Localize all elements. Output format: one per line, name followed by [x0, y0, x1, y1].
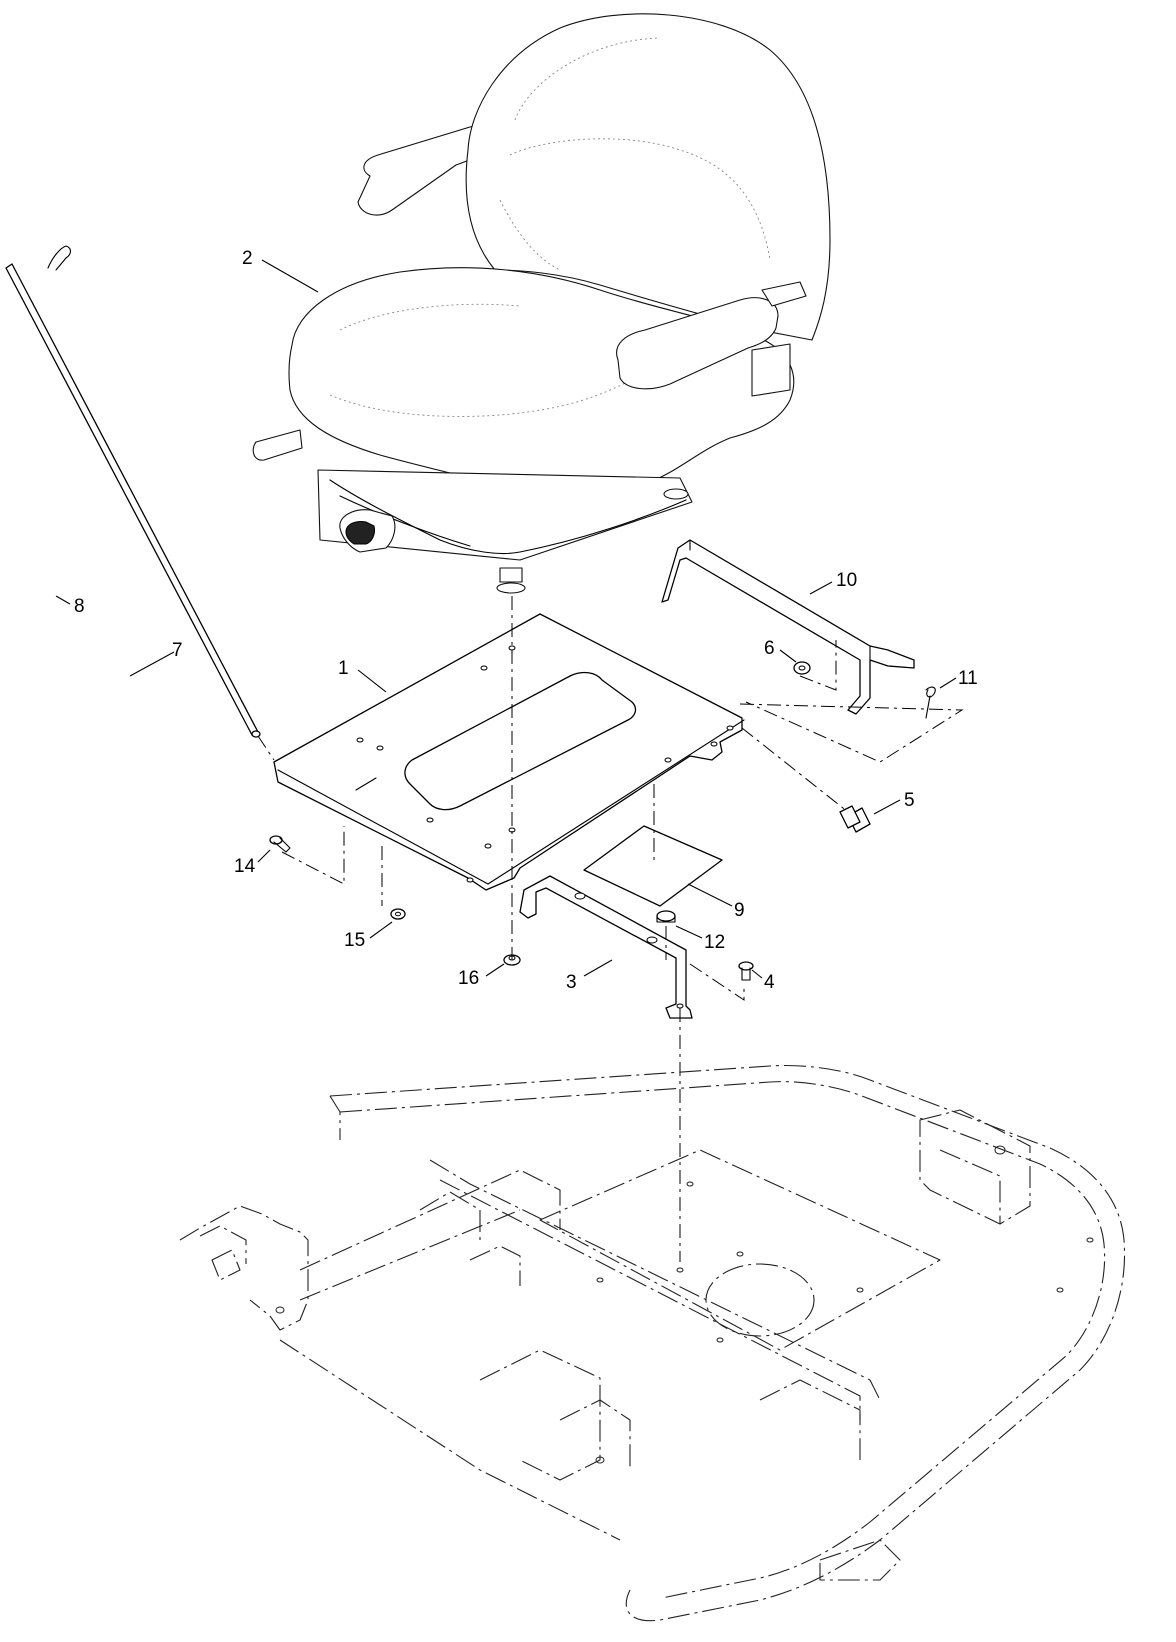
callout-9: 9	[734, 900, 745, 921]
callout-8: 8	[74, 596, 85, 617]
callout-14: 14	[234, 856, 256, 877]
part-11-spring	[925, 686, 936, 719]
assembly-centerlines	[257, 596, 964, 1262]
part-7-rod	[5, 263, 261, 738]
seat-assembly	[252, 13, 831, 594]
callout-1: 1	[338, 658, 349, 679]
callout-4: 4	[764, 972, 775, 993]
part-9-decal	[583, 825, 723, 907]
callout-leaders	[55, 259, 957, 979]
seat-suspension	[317, 469, 693, 561]
part-10-bracket	[661, 539, 915, 715]
part-12-plug	[656, 910, 676, 923]
part-3-lower-bracket	[519, 875, 693, 1019]
callout-15: 15	[344, 930, 365, 951]
callout-3: 3	[566, 972, 577, 993]
part-5-bolt	[839, 805, 871, 833]
callout-6: 6	[764, 638, 775, 659]
part-15-nut	[390, 908, 406, 920]
part-1-seat-plate	[273, 613, 745, 891]
callout-5: 5	[904, 790, 915, 811]
callout-numbers: 2 1 7 8 10 6 11 5 9 12 3 4 14 15 16	[74, 248, 978, 993]
part-6-nut	[793, 661, 811, 675]
part-8-hairpin	[47, 245, 72, 271]
callout-11: 11	[958, 668, 978, 689]
part-14-bolt	[269, 835, 291, 853]
callout-16: 16	[458, 968, 479, 989]
right-armrest	[616, 297, 779, 390]
callout-10: 10	[836, 570, 857, 591]
callout-12: 12	[704, 932, 725, 953]
callout-2: 2	[242, 248, 253, 269]
part-4-bolt	[738, 961, 754, 981]
mower-frame-phantom	[179, 1064, 1126, 1622]
callout-7: 7	[172, 640, 183, 661]
